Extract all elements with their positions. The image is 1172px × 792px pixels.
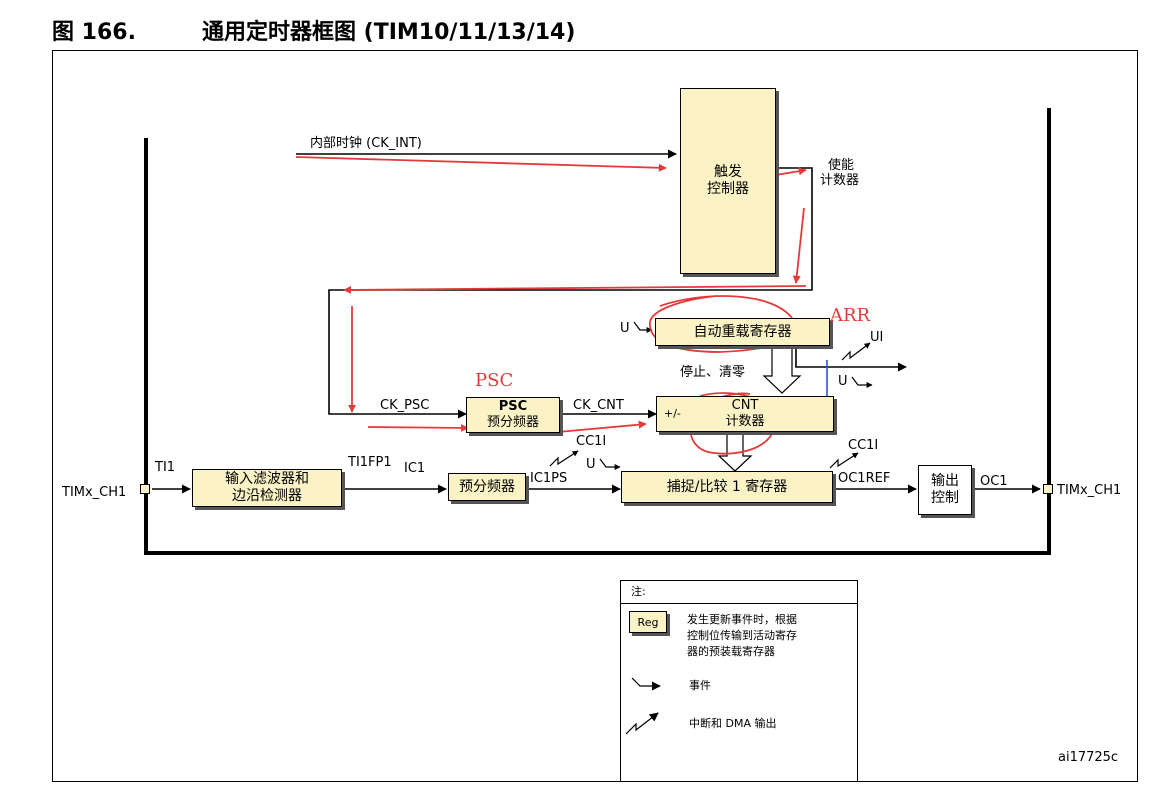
filter-box-line1: 输入滤波器和 [225,471,309,487]
output-control-box: 输出 控制 [918,465,972,515]
cc1i-out-interrupt-icon [829,452,859,469]
output-control-line2: 控制 [931,490,959,506]
capture-u-event-icon [599,458,621,470]
red-enable-stroke [792,207,805,284]
legend-reg-desc-line3: 器的预装载寄存器 [687,645,775,658]
ic-prescaler-label: 预分频器 [459,478,515,495]
capture-compare-label: 捕捉/比较 1 寄存器 [666,478,788,495]
auto-reload-register-box: 自动重载寄存器 [655,318,830,346]
cc1i-out-label: CC1I [848,438,879,453]
int-clock-label: 内部时钟 (CK_INT) [310,136,422,151]
updown-label: +/- [664,407,681,420]
red-loop-top-stroke [343,285,807,294]
enable-counter-line1: 使能 [828,158,855,173]
legend-event-icon [631,677,661,691]
legend-reg-swatch: Reg [629,611,667,633]
ti1-label: TI1 [155,460,176,475]
ui-output-line [795,346,907,372]
trigger-controller-line1: 触发 [714,164,742,180]
red-arr-circle [649,295,797,353]
cnt-counter-box: +/- CNT 计数器 [656,396,834,432]
arr-annotation: ARR [830,305,871,326]
ui-interrupt-icon [841,342,871,361]
timer-boundary [144,108,1051,555]
legend-interrupt-label: 中断和 DMA 输出 [689,717,777,730]
psc-box-line1: PSC [498,399,528,414]
cc1i-in-interrupt-icon [549,450,579,467]
filter-box-line2: 边沿检测器 [232,488,302,504]
ic1ps-label: IC1PS [530,471,568,486]
enable-counter-line2: 计数器 [820,173,860,188]
output-control-line1: 输出 [931,473,959,489]
arr-u-label: U [620,321,630,336]
capture-compare-register-box: 捕捉/比较 1 寄存器 [621,471,833,503]
psc-box-line2: 预分频器 [486,415,539,430]
oc1ref-label: OC1REF [838,471,891,486]
trigger-controller-box: 触发 控制器 [680,88,776,274]
cnt-box-line1: CNT [731,398,759,413]
output-pin-label: TIMx_CH1 [1057,483,1122,498]
legend-header-label: 注: [631,585,646,598]
stop-clear-label: 停止、清零 [680,365,746,380]
cnt-box-line2: 计数器 [725,414,765,429]
legend-reg-desc-line1: 发生更新事件时，根据 [687,613,797,626]
legend-interrupt-icon [625,712,659,735]
cnt-u-event-icon [851,376,873,388]
oc1-label: OC1 [980,474,1008,489]
capture-u-label: U [586,457,596,472]
ui-label: UI [870,330,884,345]
cnt-u-label: U [838,374,848,389]
legend-reg-desc-line2: 控制位传输到活动寄存 [687,629,797,642]
ck-psc-label: CK_PSC [380,398,430,413]
red-cnt-in-stroke [557,420,647,433]
arr-to-cnt-arrow [762,346,802,394]
red-int-clock-stroke [295,156,667,172]
trigger-controller-line2: 控制器 [707,181,749,197]
figure-number: 图 166. [52,20,136,45]
enable-counter-label: 使能 计数器 [820,158,859,188]
legend-box: 注: Reg 发生更新事件时，根据 控制位传输到活动寄存 器的预装载寄存器 事件… [620,580,858,782]
input-pin [140,484,150,494]
output-pin [1043,484,1053,494]
psc-prescaler-box: PSC 预分频器 [466,397,560,433]
figure-caption: 通用定时器框图 (TIM10/11/13/14) [202,20,576,45]
input-filter-edge-detector-box: 输入滤波器和 边沿检测器 [192,469,342,507]
ic-prescaler-box: 预分频器 [448,473,526,501]
figure-code: ai17725c [1058,750,1119,765]
arr-u-event-icon [633,321,653,333]
legend-header: 注: [621,581,857,604]
auto-reload-register-label: 自动重载寄存器 [693,323,792,340]
ic1-label: IC1 [404,461,426,476]
ti1fp1-label: TI1FP1 [348,455,392,470]
diagram-frame [52,50,1138,782]
ck-cnt-label: CK_CNT [573,398,624,413]
legend-event-label: 事件 [689,679,711,692]
input-pin-label: TIMx_CH1 [62,485,127,500]
psc-annotation: PSC [475,370,514,391]
red-psc-in-stroke [367,423,469,432]
cc1i-in-label: CC1I [576,434,607,449]
legend-reg-label: Reg [637,615,659,629]
